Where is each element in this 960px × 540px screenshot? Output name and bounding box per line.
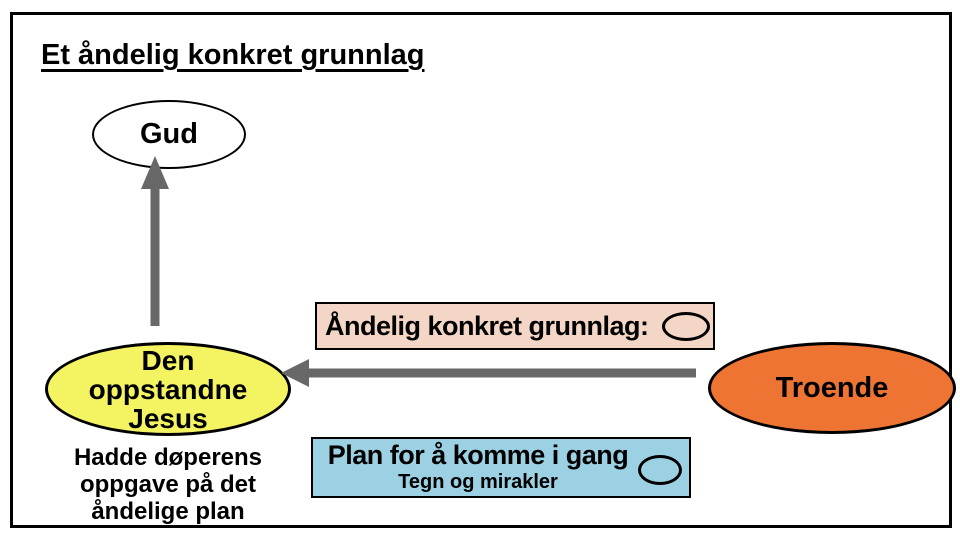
grunnlag-box: Åndelig konkret grunnlag: xyxy=(315,302,715,350)
node-jesus-label: Den oppstandne Jesus xyxy=(88,344,248,434)
node-troende-label: Troende xyxy=(775,371,889,404)
node-troende: Troende xyxy=(708,342,956,434)
diagram-frame: Et åndelig konkret grunnlag Gud Den opps… xyxy=(10,12,956,528)
plan-box-text: Plan for å komme i gang Tegn og mirakler xyxy=(313,440,643,494)
grunnlag-ellipse-icon xyxy=(662,311,710,341)
jesus-caption: Hadde døperens oppgave på det åndelige p… xyxy=(73,444,263,525)
plan-box-label: Plan for å komme i gang xyxy=(327,440,629,470)
node-jesus: Den oppstandne Jesus xyxy=(45,342,291,436)
diagram-title: Et åndelig konkret grunnlag xyxy=(41,39,425,71)
node-gud: Gud xyxy=(92,100,246,169)
node-gud-label: Gud xyxy=(140,118,198,150)
plan-ellipse-icon xyxy=(638,455,682,485)
plan-box: Plan for å komme i gang Tegn og mirakler xyxy=(311,437,691,498)
grunnlag-box-label: Åndelig konkret grunnlag: xyxy=(325,310,649,341)
plan-box-sublabel: Tegn og mirakler xyxy=(398,471,558,493)
